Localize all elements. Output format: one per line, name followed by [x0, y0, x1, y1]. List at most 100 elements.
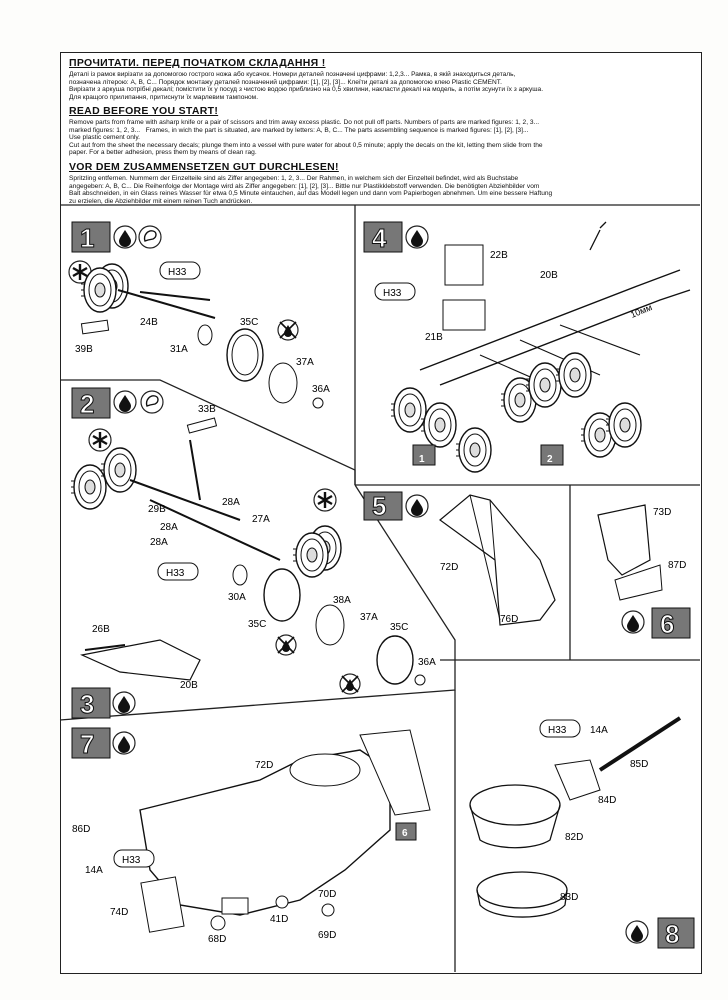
- part-label: 41D: [270, 914, 288, 925]
- part-label: 24B: [140, 317, 158, 328]
- en-title: READ BEFORE YOU START!: [69, 105, 219, 117]
- part-label: 35C: [248, 619, 266, 630]
- part-label: 82D: [565, 832, 583, 843]
- paint-code: H33: [548, 725, 567, 736]
- step-2: 2 33B 29B 28A 28A 27A 28A H33 30A 38A 37…: [70, 387, 436, 695]
- reference-number: 2: [547, 454, 553, 465]
- asterisk-icon: [87, 427, 113, 453]
- paint-drop-icon: [405, 494, 429, 518]
- step-3-number: 3: [80, 689, 94, 719]
- step-4-badge: [363, 221, 403, 253]
- paint-drop-icon: [113, 390, 137, 414]
- paint-code: H33: [168, 267, 187, 278]
- part-label: 26B: [92, 624, 110, 635]
- no-glue-icon: [339, 673, 361, 695]
- step-5: 5 72D 76D: [363, 491, 556, 626]
- paint-drop-icon: [625, 920, 649, 944]
- wheel: [292, 532, 329, 578]
- reference-number: 1: [419, 454, 425, 465]
- paint-drop-icon: [113, 225, 137, 249]
- part-label: 84D: [598, 795, 616, 806]
- part-label: 37A: [360, 612, 378, 623]
- paint-code-badge: [539, 719, 581, 738]
- paint-code: H33: [166, 568, 185, 579]
- part-label: 28A: [160, 522, 178, 533]
- part-label: 72D: [440, 562, 458, 573]
- paint-code: H33: [383, 288, 402, 299]
- part-label: 39B: [75, 344, 93, 355]
- glue-icon: [140, 390, 164, 414]
- part-label: 86D: [72, 824, 90, 835]
- part-label: 28A: [222, 497, 240, 508]
- en-text: Remove parts from frame with asharp knif…: [69, 119, 543, 157]
- step-3-badge: [71, 687, 111, 719]
- part-label: 27A: [252, 514, 270, 525]
- step-7: 7 72D 86D H33 14A 74D 68D 41D 70D 69D 6: [71, 727, 431, 945]
- no-glue-icon: [277, 319, 299, 341]
- part-label: 76D: [500, 614, 518, 625]
- part-label: 33B: [198, 404, 216, 415]
- part-label: 21B: [425, 332, 443, 343]
- step-6-badge: [651, 607, 691, 639]
- ua-text: Деталі із рамок вирізати за допомогою го…: [69, 71, 544, 101]
- step-3: 26B 20B 3: [71, 624, 201, 720]
- part-label: 36A: [418, 657, 436, 668]
- paint-drop-icon: [405, 225, 429, 249]
- paint-drop-icon: [112, 731, 136, 755]
- part-label: 83D: [560, 892, 578, 903]
- wheel: [455, 427, 492, 473]
- paint-drop-icon: [621, 610, 645, 634]
- part-label: 35C: [240, 317, 258, 328]
- step-2-badge: [71, 387, 111, 419]
- paint-code-badge: [159, 261, 201, 280]
- step-6-number: 6: [660, 609, 674, 639]
- part-label: 85D: [630, 759, 648, 770]
- part-label: 35C: [390, 622, 408, 633]
- part-label: 73D: [653, 507, 671, 518]
- de-title: VOR DEM ZUSAMMENSETZEN GUT DURCHLESEN!: [69, 161, 339, 173]
- step-8-number: 8: [665, 919, 679, 949]
- part-label: 38A: [333, 595, 351, 606]
- step-8-badge: [657, 917, 695, 949]
- part-label: 36A: [312, 384, 330, 395]
- part-label: 37A: [296, 357, 314, 368]
- paint-code-badge: [157, 562, 199, 581]
- step-7-badge: [71, 727, 111, 759]
- step-5-badge: [363, 491, 403, 521]
- part-label: 20B: [180, 680, 198, 691]
- part-label: 70D: [318, 889, 336, 900]
- step-1-number: 1: [80, 223, 94, 253]
- part-label: 68D: [208, 934, 226, 945]
- part-label: 14A: [590, 725, 608, 736]
- paint-code-badge: [374, 282, 416, 301]
- step-4-number: 4: [372, 223, 387, 253]
- part-label: 14A: [85, 865, 103, 876]
- step-1-badge: [71, 221, 111, 253]
- part-label: 30A: [228, 592, 246, 603]
- part-label: 28A: [150, 537, 168, 548]
- paint-drop-icon: [112, 691, 136, 715]
- step-7-number: 7: [80, 729, 94, 759]
- step-2-number: 2: [80, 389, 94, 419]
- glue-icon: [138, 225, 162, 249]
- step-8: H33 14A 85D 84D 82D 83D 8: [469, 716, 695, 950]
- no-glue-icon: [275, 634, 297, 656]
- part-label: 87D: [668, 560, 686, 571]
- part-label: 22B: [490, 250, 508, 261]
- step-1: 1 H33 24B 39B 31A 35C 37A 36A: [67, 221, 330, 409]
- part-label: 29B: [148, 504, 166, 515]
- paint-code: H33: [122, 855, 141, 866]
- part-label: 31A: [170, 344, 188, 355]
- part-label: 74D: [110, 907, 128, 918]
- step-5-number: 5: [372, 491, 386, 521]
- wheel: [390, 387, 427, 433]
- asterisk-icon: [312, 487, 338, 513]
- step-6: 73D 87D 6: [597, 504, 691, 640]
- dimension-label: 10мм: [629, 302, 654, 320]
- section-borders: [59, 204, 700, 972]
- part-label: 72D: [255, 760, 273, 771]
- step-4: 4 22B H33 21B 20B 10мм 1 2: [363, 221, 691, 473]
- ua-title: ПРОЧИТАТИ. ПЕРЕД ПОЧАТКОМ СКЛАДАННЯ !: [69, 57, 326, 69]
- de-text: Spritzling entfernen. Nummern der Einzel…: [69, 175, 553, 205]
